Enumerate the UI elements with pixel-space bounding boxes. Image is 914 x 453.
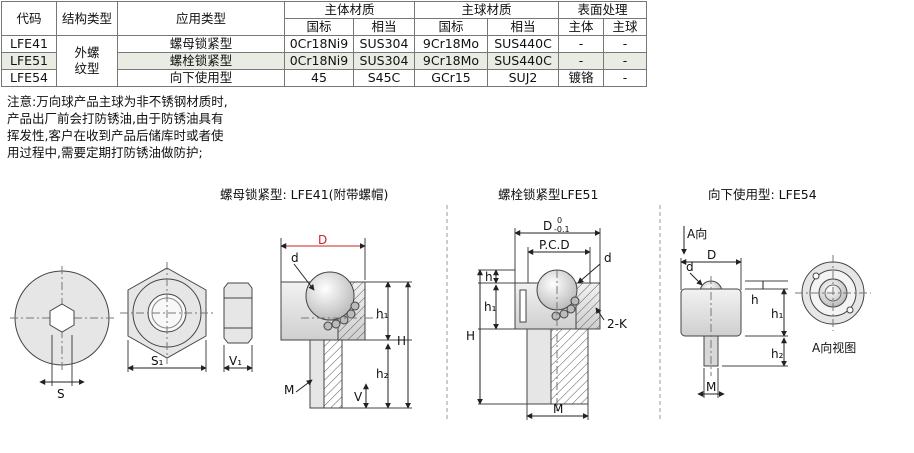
label-A-view: A向视图 xyxy=(812,340,856,355)
spec-table: 代码 结构类型 应用类型 主体材质 主球材质 表面处理 国标 相当 国标 相当 … xyxy=(1,1,647,87)
label-D-tol: D xyxy=(543,219,552,233)
label-h1: h₁ xyxy=(484,300,497,314)
label-M: M xyxy=(553,402,563,416)
label-D: D xyxy=(707,248,716,262)
label-h: h xyxy=(485,270,493,284)
th-body-equiv: 相当 xyxy=(353,18,415,36)
note-line: 挥发性,客户在收到产品后储库时或者使 xyxy=(7,128,224,143)
tol-lower: -0.1 xyxy=(554,225,570,234)
cell-structure: 外螺纹型 xyxy=(56,35,118,87)
lfe41-title: 螺母锁紧型: LFE41(附带螺帽) xyxy=(220,187,388,202)
nut-side-view: V₁ xyxy=(223,282,253,372)
lfe51-section-view: D 0 -0.1 P.C.D d 2-K h h₁ H M xyxy=(466,216,628,420)
label-H: H xyxy=(466,329,475,343)
note-line: 产品出厂前会打防锈油,由于防锈油具有 xyxy=(7,111,224,126)
label-A-dir: A向 xyxy=(687,226,707,241)
label-M: M xyxy=(706,380,716,394)
label-S: S xyxy=(57,387,65,401)
note-line: 注意:万向球产品主球为非不锈钢材质时, xyxy=(7,94,228,109)
hex-nut-view: S₁ xyxy=(120,262,214,372)
cell-application: 螺母锁紧型 xyxy=(117,35,285,53)
label-2K: 2-K xyxy=(607,317,628,331)
cell-ball-equiv: SUS440C xyxy=(487,35,559,53)
label-PCD: P.C.D xyxy=(539,238,570,252)
cell-application: 螺栓锁紧型 xyxy=(117,52,285,70)
table-row: LFE41 外螺纹型 螺母锁紧型 0Cr18Ni9 SUS304 9Cr18Mo… xyxy=(1,35,647,87)
label-d: d xyxy=(686,260,694,274)
lfe51-title: 螺栓锁紧型LFE51 xyxy=(498,187,598,202)
lfe41-top-view: S xyxy=(10,266,114,401)
cell-body-equiv: S45C xyxy=(353,69,415,87)
label-V: V xyxy=(354,390,363,404)
lfe54-title: 向下使用型: LFE54 xyxy=(708,187,817,202)
label-D: D xyxy=(318,233,327,247)
cell-ball-gb: 9Cr18Mo xyxy=(414,35,488,53)
label-H: H xyxy=(397,334,406,348)
lfe54-a-view: A向视图 xyxy=(795,255,871,355)
th-ball-equiv: 相当 xyxy=(487,18,559,36)
label-S1: S₁ xyxy=(151,354,164,368)
note-line: 用过程中,需要定期打防锈油做防护; xyxy=(7,145,203,160)
lfe54-side-view: A向 D d h h₁ h₂ M xyxy=(680,226,788,398)
structure-label: 外螺纹型 xyxy=(74,45,100,76)
label-d: d xyxy=(604,251,612,265)
cell-surf-ball: - xyxy=(603,52,647,70)
cell-surf-body: - xyxy=(558,52,604,70)
label-h2: h₂ xyxy=(376,367,389,381)
cell-ball-gb: 9Cr18Mo xyxy=(414,52,488,70)
th-ball-material: 主球材质 xyxy=(414,1,559,19)
label-d: d xyxy=(291,251,299,265)
cell-surf-ball: - xyxy=(603,69,647,87)
cell-code: LFE54 xyxy=(1,69,57,87)
table-row: LFE54 向下使用型 45 S45C GCr15 SUJ2 镀铬 - xyxy=(1,69,647,87)
cell-ball-equiv: SUJ2 xyxy=(487,69,559,87)
cell-surf-body: 镀铬 xyxy=(558,69,604,87)
label-h1: h₁ xyxy=(376,307,389,321)
label-h2: h₂ xyxy=(771,347,784,361)
cell-code: LFE51 xyxy=(1,52,57,70)
label-M: M xyxy=(284,383,294,397)
cell-ball-gb: GCr15 xyxy=(414,69,488,87)
cell-application: 向下使用型 xyxy=(117,69,285,87)
note-text: 注意:万向球产品主球为非不锈钢材质时, 产品出厂前会打防锈油,由于防锈油具有 挥… xyxy=(7,93,267,161)
lfe41-section-view: D d h₁ h₂ H V M xyxy=(280,233,412,409)
th-code: 代码 xyxy=(1,1,57,36)
th-surface: 表面处理 xyxy=(558,1,647,19)
tol-upper: 0 xyxy=(557,216,562,225)
label-h1: h₁ xyxy=(771,307,784,321)
th-body-material: 主体材质 xyxy=(284,1,415,19)
label-V1: V₁ xyxy=(229,354,242,368)
cell-ball-equiv: SUS440C xyxy=(487,52,559,70)
label-h: h xyxy=(751,293,759,307)
